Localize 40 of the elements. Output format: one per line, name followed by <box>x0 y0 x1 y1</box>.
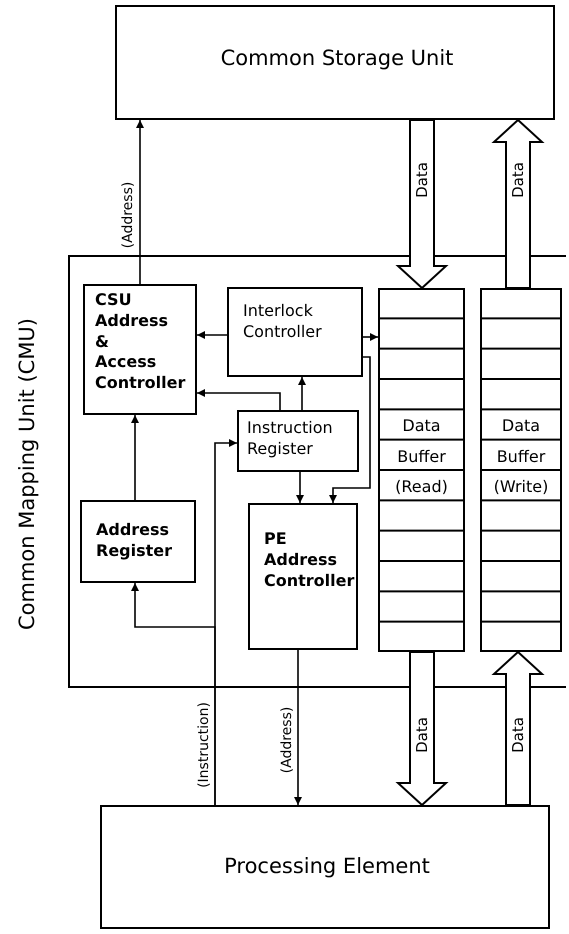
controller-box <box>248 503 358 650</box>
controller-box <box>83 284 197 415</box>
box-label: Instruction Register <box>247 418 333 460</box>
arrow <box>136 120 144 284</box>
box-label: PE Address Controller <box>264 529 354 592</box>
arrow <box>296 472 304 503</box>
data-flow-arrow <box>491 650 545 806</box>
buffer-label: Data Buffer (Write) <box>494 415 548 498</box>
edge-label: Data <box>510 717 526 753</box>
arrow <box>363 333 378 341</box>
data-buffer <box>378 288 465 652</box>
processing-element-box <box>100 805 550 929</box>
arrow <box>197 331 227 339</box>
edge-label: Data <box>414 162 430 198</box>
edge-label: (Instruction) <box>196 702 212 788</box>
data-flow-arrow <box>491 118 545 289</box>
arrow <box>298 377 306 410</box>
box-label: Common Storage Unit <box>220 45 454 72</box>
arrow <box>131 415 139 500</box>
edge-label: Data <box>414 717 430 753</box>
data-buffer <box>480 288 562 652</box>
register-box <box>237 410 359 472</box>
edge-label: (Address) <box>279 706 295 774</box>
edge-label: (Address) <box>120 182 136 248</box>
box-label: Processing Element <box>223 853 431 880</box>
arrow <box>294 650 302 805</box>
box-label: Interlock Controller <box>243 301 322 343</box>
data-flow-arrow <box>395 651 449 806</box>
panel-heading: Common Mapping Unit (CMU) <box>15 317 39 630</box>
box-label: Address Register <box>96 520 172 562</box>
controller-box <box>227 287 363 377</box>
arrow <box>329 356 371 503</box>
arrow <box>197 389 281 410</box>
box-label: CSU Address & Access Controller <box>95 290 186 394</box>
buffer-label: Data Buffer (Read) <box>395 415 448 498</box>
storage-unit-box <box>115 5 555 120</box>
register-box <box>80 500 196 583</box>
data-flow-arrow <box>395 119 449 290</box>
edge-label: Data <box>510 162 526 198</box>
arrow <box>131 583 216 805</box>
